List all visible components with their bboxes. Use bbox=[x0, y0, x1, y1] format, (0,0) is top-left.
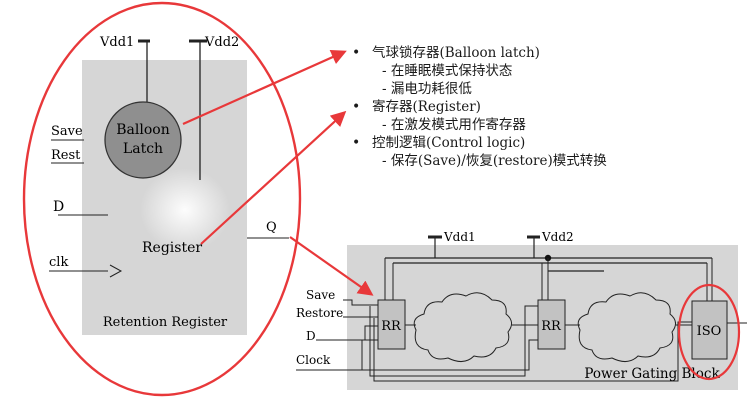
pg-save-label: Save bbox=[306, 288, 335, 302]
d-input-label: D bbox=[53, 199, 64, 215]
arrow-register-to-notes bbox=[200, 110, 347, 245]
notes-list: 气球锁存器(Balloon latch) - 在睡眠模式保持状态 - 漏电功耗很… bbox=[348, 44, 607, 170]
note-sub-low-leakage: - 漏电功耗很低 bbox=[382, 81, 472, 97]
register-label: Register bbox=[142, 240, 202, 256]
pg-d-label: D bbox=[306, 329, 316, 343]
balloon-latch-label-line2: Latch bbox=[123, 141, 163, 157]
clk-input-label: clk bbox=[49, 255, 68, 270]
rr-block-1-label: RR bbox=[381, 319, 402, 334]
panel-glow bbox=[140, 168, 230, 252]
note-bullet-control-logic: 控制逻辑(Control logic) bbox=[348, 134, 607, 152]
pg-save-wire bbox=[343, 299, 378, 306]
balloon-latch-label-line1: Balloon bbox=[116, 122, 169, 138]
pg-vdd1-label: Vdd1 bbox=[443, 230, 476, 244]
pg-d-wire bbox=[316, 325, 378, 341]
note-sub-state-retention: - 在睡眠模式保持状态 bbox=[382, 63, 513, 79]
iso-block-label: ISO bbox=[697, 324, 722, 339]
note-bullet-register: 寄存器(Register) bbox=[348, 98, 607, 116]
power-gating-block-title: Power Gating Block bbox=[584, 366, 720, 382]
arrow-balloon-to-notes bbox=[182, 50, 347, 126]
balloon-latch bbox=[104, 101, 182, 179]
retention-register-title: Retention Register bbox=[103, 315, 228, 330]
rr-block-2 bbox=[537, 299, 566, 350]
vdd1-label: Vdd1 bbox=[99, 35, 134, 50]
note-sub-active-mode: - 在激发模式用作寄存器 bbox=[382, 117, 526, 133]
pg-clock-bus bbox=[362, 339, 538, 371]
save-input-label: Save bbox=[51, 124, 83, 139]
iso-block bbox=[691, 300, 728, 360]
note-bullet-balloon-latch: 气球锁存器(Balloon latch) bbox=[348, 44, 607, 62]
q-output-label: Q bbox=[266, 220, 277, 235]
highlight-ellipse-iso bbox=[677, 283, 741, 381]
pg-restore-label: Restore bbox=[296, 306, 343, 320]
clk-input-triangle bbox=[109, 264, 123, 278]
power-gating-block-diagram: Vdd1 Vdd2 Save Restore D Clock RR bbox=[296, 230, 747, 390]
logic-cloud-2 bbox=[577, 292, 676, 362]
note-sub-save-restore: - 保存(Save)/恢复(restore)模式转换 bbox=[382, 153, 607, 169]
rr-block-2-label: RR bbox=[541, 319, 562, 334]
pg-control-bus-2 bbox=[373, 318, 692, 382]
retention-register-diagram: Vdd1 Vdd2 Balloon Latch Save Rest D clk … bbox=[49, 35, 289, 335]
pg-vdd2-label: Vdd2 bbox=[541, 230, 574, 244]
red-annotations bbox=[22, 1, 741, 397]
highlight-ellipse-retention bbox=[22, 1, 302, 397]
logic-cloud-1 bbox=[413, 292, 512, 362]
pg-control-bus-1 bbox=[369, 305, 538, 377]
arrow-to-power-gating bbox=[289, 236, 374, 296]
pg-clock-label: Clock bbox=[296, 353, 331, 367]
vdd2-label: Vdd2 bbox=[204, 35, 239, 50]
rest-input-label: Rest bbox=[51, 148, 81, 163]
